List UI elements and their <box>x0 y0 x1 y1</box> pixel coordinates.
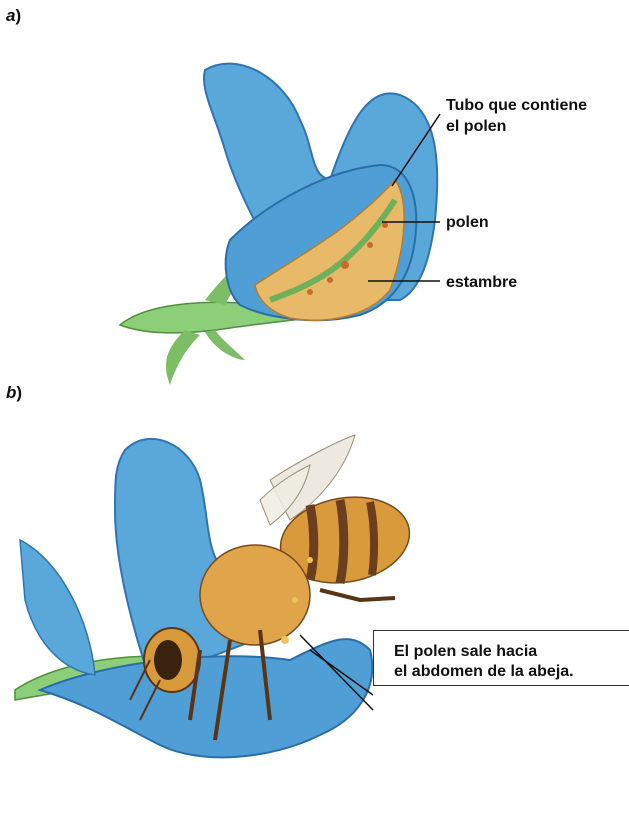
callout-line1: El polen sale hacia <box>394 642 574 662</box>
callout-line2: el abdomen de la abeja. <box>394 662 574 682</box>
petal-b-left <box>20 540 95 675</box>
bee-thorax <box>200 545 310 645</box>
callout-text: El polen sale hacia el abdomen de la abe… <box>394 642 574 682</box>
label-tube-line1: Tubo que contiene <box>446 95 626 116</box>
label-tube-line2: el polen <box>446 116 626 137</box>
label-pollen: polen <box>446 212 489 233</box>
sepal-left <box>166 330 200 385</box>
label-stamen: estambre <box>446 272 517 293</box>
sepal-right <box>205 330 245 360</box>
label-tube: Tubo que contiene el polen <box>446 95 626 137</box>
panel-letter-b: b <box>6 383 16 402</box>
panel-paren-b: ) <box>16 383 22 402</box>
panel-label-b: b) <box>6 383 22 403</box>
callout-box: El polen sale hacia el abdomen de la abe… <box>373 630 629 686</box>
